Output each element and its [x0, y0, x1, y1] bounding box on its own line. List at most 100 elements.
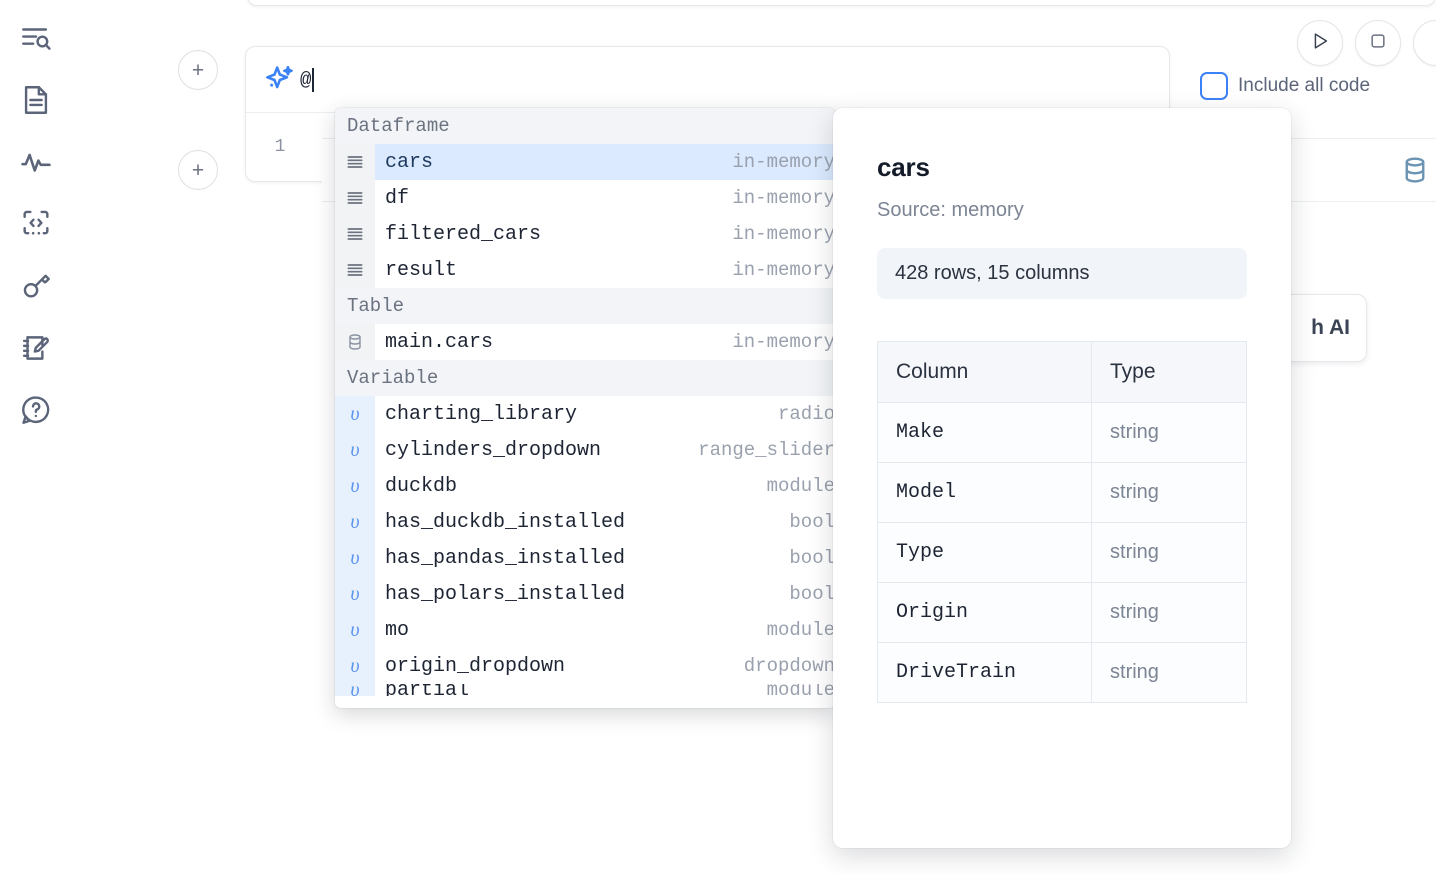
schema-column-name: Type [876, 522, 1093, 583]
sidebar-item-explore[interactable] [14, 16, 58, 60]
autocomplete-item-type: in-memory [732, 259, 835, 281]
variable-icon: υ [335, 648, 375, 684]
autocomplete-item[interactable]: cars in-memory [335, 144, 835, 180]
autocomplete-item[interactable]: υ has_pandas_installed bool [335, 540, 835, 576]
autocomplete-item-type: in-memory [732, 151, 835, 173]
autocomplete-group-header: Table [335, 288, 835, 324]
autocomplete-group-header: Variable [335, 360, 835, 396]
doc-shape-badge: 428 rows, 15 columns [877, 248, 1247, 299]
autocomplete-item-type: module [766, 475, 835, 497]
doc-title: cars [877, 152, 930, 182]
include-all-code-control[interactable]: Include all code [1200, 72, 1370, 100]
sidebar-item-help[interactable] [14, 388, 58, 432]
variable-icon: υ [335, 612, 375, 648]
autocomplete-item-name: has_polars_installed [385, 582, 626, 606]
autocomplete-item-name: df [385, 186, 410, 210]
key-secrets-icon [19, 269, 53, 303]
ai-prompt-row[interactable]: @ [246, 47, 1169, 113]
sidebar-item-secrets[interactable] [14, 264, 58, 308]
more-options-button[interactable] [1413, 20, 1436, 66]
sidebar-item-variables[interactable] [14, 140, 58, 184]
sparkle-icon [260, 63, 300, 97]
schema-column-type: string [1091, 462, 1247, 523]
autocomplete-item-name: mo [385, 618, 410, 642]
autocomplete-group-header: Dataframe [335, 108, 835, 144]
table-database-icon [335, 324, 375, 360]
schema-column-type: string [1091, 642, 1247, 703]
generate-with-ai-label: h AI [1311, 316, 1350, 339]
sidebar-item-outline[interactable] [14, 78, 58, 122]
sidebar-item-scratchpad[interactable] [14, 326, 58, 370]
variable-icon: υ [335, 540, 375, 576]
add-cell-button-top[interactable]: + [178, 50, 218, 90]
autocomplete-item-type: module [766, 619, 835, 641]
autocomplete-item-name: has_pandas_installed [385, 546, 626, 570]
stop-square-icon [1368, 31, 1388, 56]
autocomplete-item-body: mo module [375, 612, 835, 648]
autocomplete-item-type: module [766, 684, 835, 696]
autocomplete-item-type: bool [789, 547, 835, 569]
ai-prompt-value: @ [300, 68, 312, 91]
variable-icon: υ [335, 432, 375, 468]
autocomplete-item-name: main.cars [385, 330, 494, 354]
code-editor-row[interactable]: 1 [246, 113, 1169, 181]
autocomplete-item-name: filtered_cars [385, 222, 542, 246]
include-all-code-label: Include all code [1238, 75, 1371, 96]
database-icon[interactable] [1400, 155, 1430, 185]
variable-icon: υ [335, 504, 375, 540]
stop-button[interactable] [1355, 20, 1401, 66]
text-caret [312, 67, 315, 92]
add-cell-button-bottom[interactable]: + [178, 150, 218, 190]
ai-prompt-input[interactable]: @ [300, 67, 1155, 92]
scratchpad-edit-icon [19, 331, 53, 365]
schema-column-type: string [1091, 582, 1247, 643]
autocomplete-item-type: bool [789, 583, 835, 605]
schema-column-type: string [1091, 402, 1247, 463]
code-snippets-icon [19, 207, 53, 241]
run-button[interactable] [1297, 20, 1343, 66]
column-header-type: Type [1091, 341, 1247, 403]
sidebar-item-snippets[interactable] [14, 202, 58, 246]
dataframe-icon [335, 180, 375, 216]
schema-column-type: string [1091, 522, 1247, 583]
autocomplete-item-body: has_polars_installed bool [375, 576, 835, 612]
table-header-row: Column Type [876, 341, 1247, 403]
schema-column-name: Make [876, 402, 1093, 463]
line-number: 1 [274, 137, 286, 157]
autocomplete-item-name: cars [385, 150, 434, 174]
schema-column-name: Model [876, 462, 1093, 523]
activity-variables-icon [19, 145, 53, 179]
schema-column-name: Origin [876, 582, 1093, 643]
cell-run-controls [1297, 20, 1436, 66]
include-all-code-checkbox[interactable] [1200, 72, 1228, 100]
document-outline-icon [19, 83, 53, 117]
dataframe-icon [335, 216, 375, 252]
autocomplete-item-type: range_slider [698, 439, 835, 461]
